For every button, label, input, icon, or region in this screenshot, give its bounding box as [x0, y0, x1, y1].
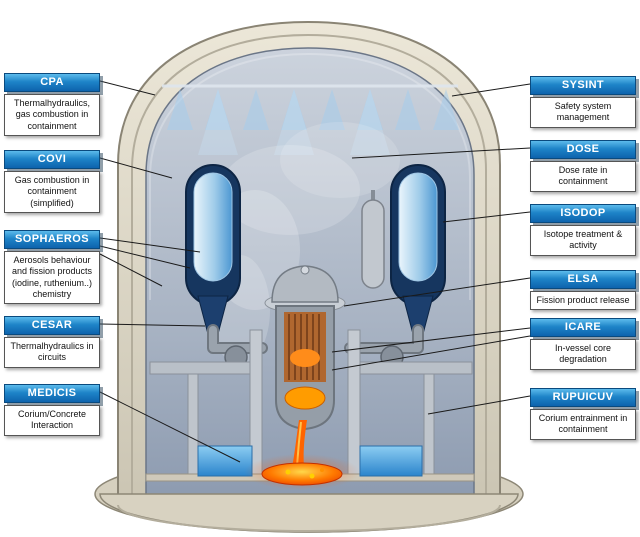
module-name-isodop: ISODOP — [530, 204, 636, 223]
base-front-lip — [99, 493, 519, 533]
module-label-elsa: ELSA Fission product release — [530, 270, 636, 311]
module-name-cpa: CPA — [4, 73, 100, 92]
module-label-cesar: CESAR Thermalhydraulics in circuits — [4, 316, 100, 368]
module-name-dose: DOSE — [530, 140, 636, 159]
module-label-covi: COVI Gas combustion in containment (simp… — [4, 150, 100, 213]
module-description-rupuicuv: Corium entrainment in containment — [530, 409, 636, 440]
module-description-sysint: Safety system management — [530, 97, 636, 128]
module-description-elsa: Fission product release — [530, 291, 636, 311]
module-description-isodop: Isotope treatment & activity — [530, 225, 636, 256]
water-pool-left — [197, 445, 253, 477]
module-label-sophaeros: SOPHAEROS Aerosols behaviour and fission… — [4, 230, 100, 304]
corium-pool — [244, 454, 360, 490]
module-name-medicis: MEDICIS — [4, 384, 100, 403]
module-name-elsa: ELSA — [530, 270, 636, 289]
module-description-icare: In-vessel core degradation — [530, 339, 636, 370]
water-pool-right — [359, 445, 423, 477]
module-label-medicis: MEDICIS Corium/Concrete Interaction — [4, 384, 100, 436]
module-name-rupuicuv: RUPUICUV — [530, 388, 636, 407]
module-label-icare: ICARE In-vessel core degradation — [530, 318, 636, 370]
module-description-cesar: Thermalhydraulics in circuits — [4, 337, 100, 368]
module-description-covi: Gas combustion in containment (simplifie… — [4, 171, 100, 213]
module-description-cpa: Thermalhydraulics, gas combustion in con… — [4, 94, 100, 136]
steam-generator-left — [185, 164, 241, 335]
module-description-medicis: Corium/Concrete Interaction — [4, 405, 100, 436]
module-label-dose: DOSE Dose rate in containment — [530, 140, 636, 192]
reactor-vessel — [264, 265, 346, 431]
pressurizer — [361, 190, 385, 289]
module-description-sophaeros: Aerosols behaviour and fission products … — [4, 251, 100, 304]
steam-generator-right — [390, 164, 446, 335]
reactor-core — [284, 312, 326, 410]
module-label-isodop: ISODOP Isotope treatment & activity — [530, 204, 636, 256]
module-name-sysint: SYSINT — [530, 76, 636, 95]
module-name-sophaeros: SOPHAEROS — [4, 230, 100, 249]
module-name-icare: ICARE — [530, 318, 636, 337]
module-label-cpa: CPA Thermalhydraulics, gas combustion in… — [4, 73, 100, 136]
spray-system — [162, 84, 459, 155]
module-name-covi: COVI — [4, 150, 100, 169]
module-label-rupuicuv: RUPUICUV Corium entrainment in containme… — [530, 388, 636, 440]
module-label-sysint: SYSINT Safety system management — [530, 76, 636, 128]
module-name-cesar: CESAR — [4, 316, 100, 335]
module-description-dose: Dose rate in containment — [530, 161, 636, 192]
